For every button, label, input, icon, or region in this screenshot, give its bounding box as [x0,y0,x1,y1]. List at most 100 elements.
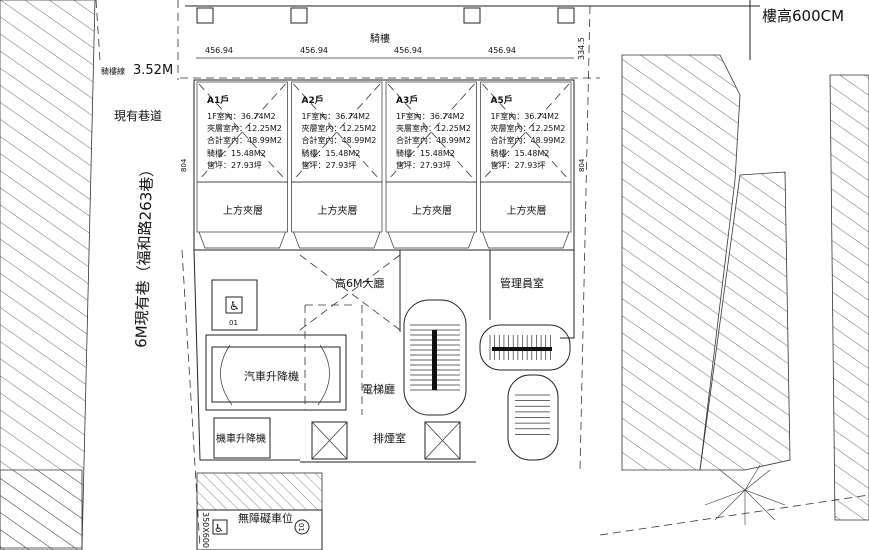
unit-total: 合計室內：48.99M2 [207,135,282,145]
dimension-value: 804 [578,158,586,172]
wheelchair-glyph: ♿ [229,299,240,313]
unit-ping: 售坪：27.93坪 [302,160,357,170]
car-lift [205,334,347,411]
unit-indoor-1f: 1F室內：36.74M2 [207,111,276,121]
unit-id: A3戶 [396,94,418,106]
unit-mezz: 夾層室內：12.25M2 [396,123,471,133]
column [463,7,481,24]
elevator-cross [424,421,461,460]
column [196,7,214,24]
shop-units-block [193,79,575,251]
wheelchair-glyph: ♿ [214,522,224,535]
unit-mezz: 夾層室內：12.25M2 [207,123,282,133]
stair-to-mezzanine [482,231,570,249]
parking-hatch [196,472,323,511]
unit-arcade: 騎樓：15.48M2 [491,148,550,158]
unit-mezz: 夾層室內：12.25M2 [302,123,377,133]
mezzanine-void [482,83,570,181]
unit-arcade: 騎樓：15.48M2 [207,148,266,158]
mezzanine-label: 上方夾層 [318,204,358,217]
elevator-hall-label: 電梯廳 [362,382,395,396]
arcade-label: 騎樓 [370,32,390,45]
parking-number-circle [294,519,310,535]
stair-to-mezzanine [198,231,286,249]
unit-arcade: 騎樓：15.48M2 [396,148,455,158]
car-lift-outline [220,344,330,406]
dimension-value: 456.94 [205,46,233,55]
mezzanine-void [482,83,570,181]
mezzanine-label: 上方夾層 [223,204,263,217]
neighbor-lot-left [0,0,96,549]
motorcycle-lift [213,417,271,459]
compass-rose-icon [704,464,786,525]
alley-label: 現有巷道 [114,109,162,123]
road-edge [95,0,101,61]
neighbor-lot-bottom [0,469,83,550]
unit-ping: 售坪：27.93坪 [396,160,451,170]
stair-to-mezzanine [387,231,475,249]
lobby-void [299,254,401,331]
dimension-value: 456.94 [488,46,516,55]
mezzanine-void [387,83,475,181]
neighbor-lot-right-3 [829,74,869,521]
wheelchair-icon [212,519,228,535]
arcade-line-value: 3.52M [133,63,173,78]
column [557,7,575,24]
accessible-parking-label: 無障礙車位 [238,511,293,525]
staircase [403,299,467,416]
unit-total: 合計室內：48.99M2 [396,135,471,145]
dimension-value: 456.94 [300,46,328,55]
unit-arcade: 騎樓：15.48M2 [302,148,361,158]
staircase [479,324,571,371]
dimension-value: 456.94 [394,46,422,55]
building-wall [560,250,575,339]
unit-indoor-1f: 1F室內：36.74M2 [302,111,371,121]
wheelchair-icon [225,296,243,314]
smoke-room-label: 排煙室 [373,431,406,445]
mezzanine-void [293,83,381,181]
column [290,7,308,24]
parking-number: 01 [229,319,238,327]
mezzanine-void [293,83,381,181]
unit-1-mezzanine [196,181,288,233]
unit-total: 合計室內：48.99M2 [302,135,377,145]
unit-id: A5戶 [491,94,513,106]
elevator-shaft [424,421,461,460]
unit-ping: 售坪：27.93坪 [491,160,546,170]
arcade-line-label: 騎樓線 [101,66,125,76]
manager-room-label: 管理員室 [500,276,544,290]
lobby-void [299,254,401,331]
unit-3-mezzanine [385,181,477,233]
stair-rail [432,330,437,390]
stair-to-mezzanine [293,231,381,249]
unit-2-mezzanine [291,181,383,233]
floor-height-label: 樓高600CM [762,7,844,25]
lobby-label: 高6M大廳 [335,276,385,290]
neighbor-lot-right-2 [699,171,791,471]
unit-total: 合計室內：48.99M2 [491,135,566,145]
stair-rail [492,347,552,351]
accessible-sign-box [211,279,258,331]
road-label: 6M現有巷（福和路263巷） [132,161,156,348]
parking-size: 350X600 [201,512,210,548]
unit-mezz: 夾層室內：12.25M2 [491,123,566,133]
building-wall [193,249,300,461]
site-boundary-bottom [599,494,869,536]
site-boundary-right [579,5,591,471]
motorcycle-lift-label: 機車升降機 [216,432,266,445]
unit-4-mezzanine [480,181,572,233]
staircase [507,374,559,461]
mezzanine-void [198,83,286,181]
car-lift-platform [211,346,341,403]
car-lift-label: 汽車升降機 [244,369,299,383]
unit-indoor-1f: 1F室內：36.74M2 [396,111,465,121]
stair-treads [515,394,550,435]
accessible-parking-space [196,509,323,550]
unit-indoor-1f: 1F室內：36.74M2 [491,111,560,121]
unit-id: A1戶 [207,94,229,106]
parking-number: 01 [297,523,305,532]
neighbor-lot-right-1 [621,54,741,471]
mezzanine-void [198,83,286,181]
unit-ping: 售坪：27.93坪 [207,160,262,170]
